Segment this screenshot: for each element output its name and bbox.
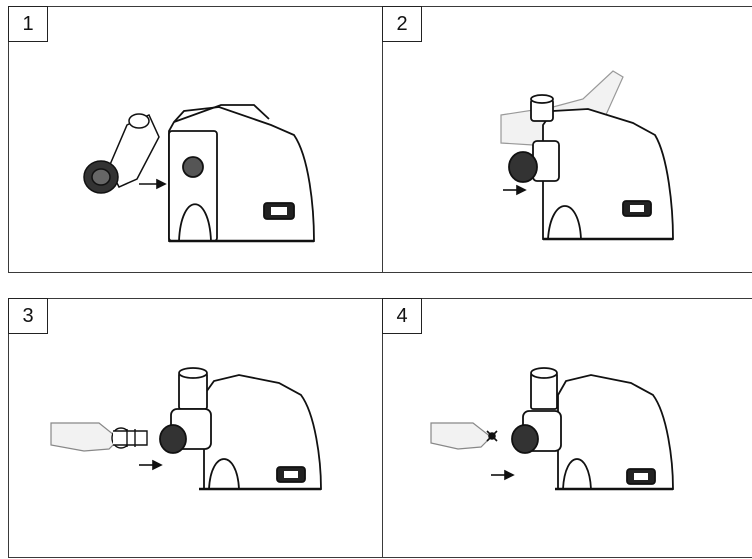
grinder-illustration-2 <box>500 70 674 241</box>
step-panel-2: 2 <box>382 6 752 273</box>
blade-icon <box>486 430 498 442</box>
step-number-4: 4 <box>382 298 422 334</box>
hand-holding-blade-icon <box>430 422 492 450</box>
meat-grinder-icon <box>511 367 674 491</box>
insert-arrow-icon <box>139 459 163 471</box>
auger-icon <box>111 427 148 449</box>
step-panel-4: 4 <box>382 298 752 558</box>
grinder-illustration-3 <box>50 367 322 491</box>
grinder-tube-icon <box>83 113 160 194</box>
insert-arrow-icon <box>139 178 167 190</box>
meat-grinder-icon <box>159 367 322 491</box>
step-panel-1: 1 <box>8 6 383 273</box>
insert-arrow-icon <box>503 184 527 196</box>
step-number-2: 2 <box>382 6 422 42</box>
grinder-illustration-4 <box>430 367 674 491</box>
hand-holding-auger-icon <box>50 422 120 452</box>
grinder-illustration-1 <box>83 104 315 243</box>
insert-arrow-icon <box>491 469 515 481</box>
meat-grinder-icon <box>508 94 674 241</box>
step-number-3: 3 <box>8 298 48 334</box>
step-panel-3: 3 <box>8 298 383 558</box>
step-number-1: 1 <box>8 6 48 42</box>
meat-grinder-icon <box>168 104 315 243</box>
